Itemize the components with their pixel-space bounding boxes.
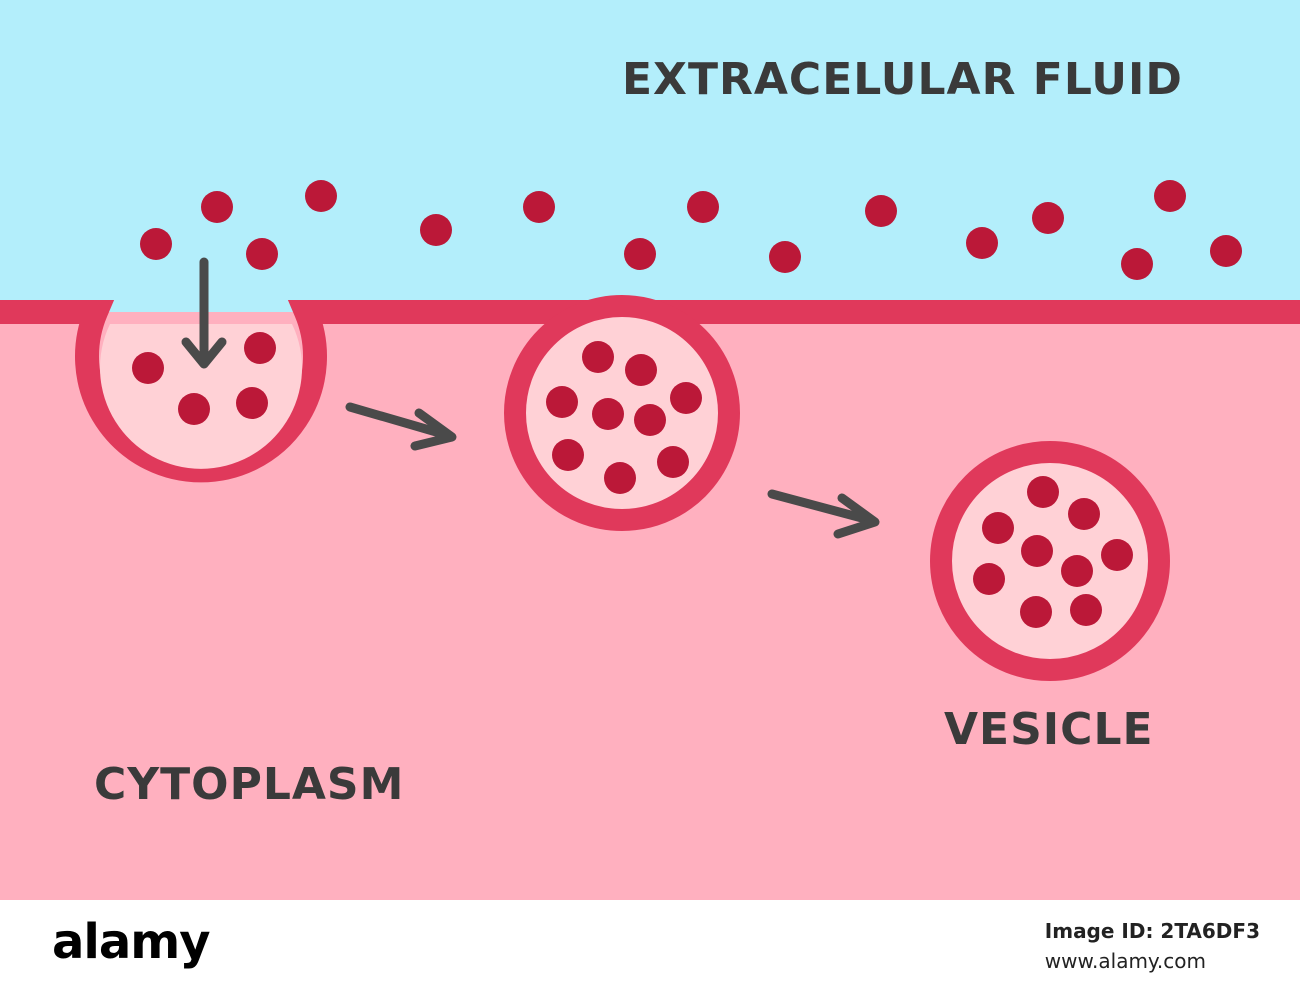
particle: [1027, 476, 1059, 508]
particle: [1020, 596, 1052, 628]
particle: [670, 382, 702, 414]
particle: [865, 195, 897, 227]
particle: [1121, 248, 1153, 280]
internalized-vesicle-particles: [973, 476, 1133, 628]
watermark-footer: alamy Image ID: 2TA6DF3 www.alamy.com: [0, 900, 1300, 989]
particle: [634, 404, 666, 436]
particle: [1061, 555, 1093, 587]
particle: [236, 387, 268, 419]
pit-particles: [132, 332, 276, 425]
particle: [769, 241, 801, 273]
endocytosis-diagram: EXTRACELULAR FLUID CYTOPLASM VESICLE: [0, 0, 1300, 900]
particle: [546, 386, 578, 418]
particle: [132, 352, 164, 384]
particle: [1068, 498, 1100, 530]
vesicle-internalized: [930, 441, 1170, 681]
particle: [201, 191, 233, 223]
site-url-text: www.alamy.com: [1044, 949, 1206, 973]
arrow-down-icon: [181, 257, 227, 369]
extracellular-fluid-label: EXTRACELULAR FLUID: [622, 54, 1183, 105]
particle: [1070, 594, 1102, 626]
particle: [604, 462, 636, 494]
particle: [1021, 535, 1053, 567]
image-id-text: Image ID: 2TA6DF3: [1044, 919, 1260, 943]
particle: [624, 238, 656, 270]
alamy-logo: alamy: [52, 914, 211, 970]
particle: [1032, 202, 1064, 234]
arrow-right-icon: [345, 402, 457, 451]
budding-vesicle-particles: [546, 341, 702, 494]
particle: [178, 393, 210, 425]
particle: [966, 227, 998, 259]
cytoplasm-label: CYTOPLASM: [94, 759, 404, 810]
particle: [523, 191, 555, 223]
extracellular-particles: [140, 180, 1242, 280]
particle: [305, 180, 337, 212]
arrow-right-icon: [767, 489, 880, 539]
particle: [687, 191, 719, 223]
particle: [1210, 235, 1242, 267]
particle: [1101, 539, 1133, 571]
cell-membrane: [0, 300, 1300, 483]
particle: [582, 341, 614, 373]
particle: [552, 439, 584, 471]
particle: [982, 512, 1014, 544]
vesicle-label: VESICLE: [944, 704, 1154, 755]
particle: [657, 446, 689, 478]
particle: [244, 332, 276, 364]
particle: [973, 563, 1005, 595]
particle: [246, 238, 278, 270]
particle: [140, 228, 172, 260]
particle: [592, 398, 624, 430]
flow-arrows: [181, 257, 880, 539]
particle: [1154, 180, 1186, 212]
footer-meta: Image ID: 2TA6DF3 www.alamy.com: [1045, 916, 1260, 976]
particle: [625, 354, 657, 386]
particle: [420, 214, 452, 246]
